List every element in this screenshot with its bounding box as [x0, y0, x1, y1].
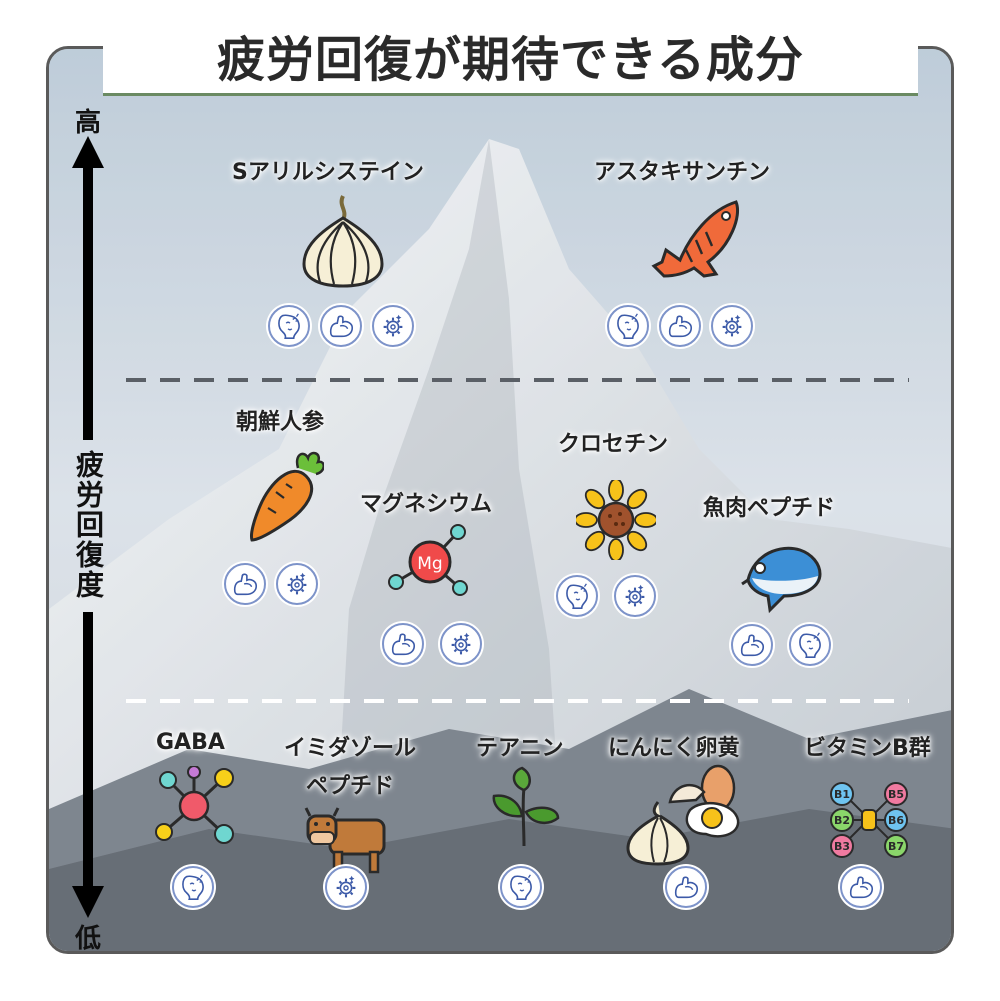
- badge-10-0: [840, 866, 882, 908]
- badge-5-0: [731, 624, 773, 666]
- badge-1-1: [659, 305, 701, 347]
- badge-3-1: [440, 623, 482, 665]
- badge-0-1: [320, 305, 362, 347]
- vitamin-label-b2: B2: [834, 814, 850, 827]
- vitamin-label-b7: B7: [888, 840, 904, 853]
- magnesium-symbol: Mg: [417, 554, 442, 574]
- gear-icon: [382, 313, 404, 338]
- axis-arrow: [72, 136, 104, 918]
- flexed-arm-icon: [233, 573, 258, 596]
- badge-0-2: [372, 305, 414, 347]
- badge-1-2: [711, 305, 753, 347]
- garlic-icon: [302, 195, 384, 288]
- garlic-egg-icon: [626, 764, 740, 866]
- flexed-arm-icon: [740, 634, 765, 657]
- flexed-arm-icon: [329, 315, 354, 338]
- carrot-icon: [250, 451, 324, 542]
- vitamin-b-icon: B1 B2 B3 B5 B6 B7: [830, 782, 908, 858]
- item-label-imidazole: イミダゾール: [284, 736, 417, 761]
- tired-face-icon: [799, 632, 821, 658]
- item-label-gaba: GABA: [156, 730, 225, 755]
- tired-face-icon: [566, 583, 588, 609]
- molecule-icon: [155, 766, 234, 844]
- flexed-arm-icon: [391, 633, 416, 656]
- item-label-magnesium: マグネシウム: [360, 492, 493, 517]
- badge-1-0: [607, 305, 649, 347]
- badge-5-1: [789, 624, 831, 666]
- tuna-icon: [741, 546, 822, 614]
- vitamin-label-b5: B5: [888, 788, 904, 801]
- gear-icon: [721, 313, 743, 338]
- gear-icon: [624, 583, 646, 608]
- badge-4-0: [556, 575, 598, 617]
- item-label-ginseng: 朝鮮人参: [236, 410, 325, 435]
- item-label-crocetin: クロセチン: [558, 432, 669, 457]
- gear-icon: [335, 874, 357, 899]
- cow-icon: [304, 807, 386, 874]
- vitamin-label-b3: B3: [834, 840, 850, 853]
- badge-3-0: [382, 623, 424, 665]
- item-label-vitamin-b: ビタミンB群: [804, 736, 931, 761]
- badge-8-0: [500, 866, 542, 908]
- item-label-garlic-egg-yolk: にんにく卵黄: [608, 736, 740, 761]
- gear-icon: [286, 571, 308, 596]
- badge-4-1: [614, 575, 656, 617]
- tired-face-icon: [617, 313, 639, 339]
- badge-7-0: [325, 866, 367, 908]
- item-label-s-allyl-cysteine: Sアリルシステイン: [232, 160, 424, 185]
- badge-6-0: [172, 866, 214, 908]
- gear-icon: [450, 631, 472, 656]
- axis-low-label: 低: [74, 924, 101, 954]
- item-label-imidazole-line2: ペプチド: [306, 774, 395, 799]
- tired-face-icon: [278, 313, 300, 339]
- tea-leaf-icon: [492, 766, 560, 847]
- flexed-arm-icon: [668, 315, 693, 338]
- tired-face-icon: [182, 874, 204, 900]
- item-label-fish-peptide: 魚肉ペプチド: [703, 496, 836, 521]
- axis-high-label: 高: [74, 108, 101, 138]
- page-title: 疲労回復が期待できる成分: [216, 32, 805, 88]
- sunflower-icon: [576, 480, 656, 560]
- item-label-astaxanthin: アスタキサンチン: [594, 160, 771, 185]
- axis-label: 疲労回復度: [72, 450, 105, 600]
- vitamin-label-b1: B1: [834, 788, 850, 801]
- item-label-theanine: テアニン: [476, 736, 564, 761]
- badge-2-0: [224, 563, 266, 605]
- badge-2-1: [276, 563, 318, 605]
- badge-9-0: [665, 866, 707, 908]
- flexed-arm-icon: [849, 876, 874, 899]
- magnesium-molecule-icon: Mg: [388, 524, 468, 596]
- flexed-arm-icon: [674, 876, 699, 899]
- tired-face-icon: [510, 874, 532, 900]
- salmon-icon: [651, 200, 739, 278]
- badge-0-0: [268, 305, 310, 347]
- vitamin-label-b6: B6: [888, 814, 904, 827]
- title-box: 疲労回復が期待できる成分: [103, 6, 918, 96]
